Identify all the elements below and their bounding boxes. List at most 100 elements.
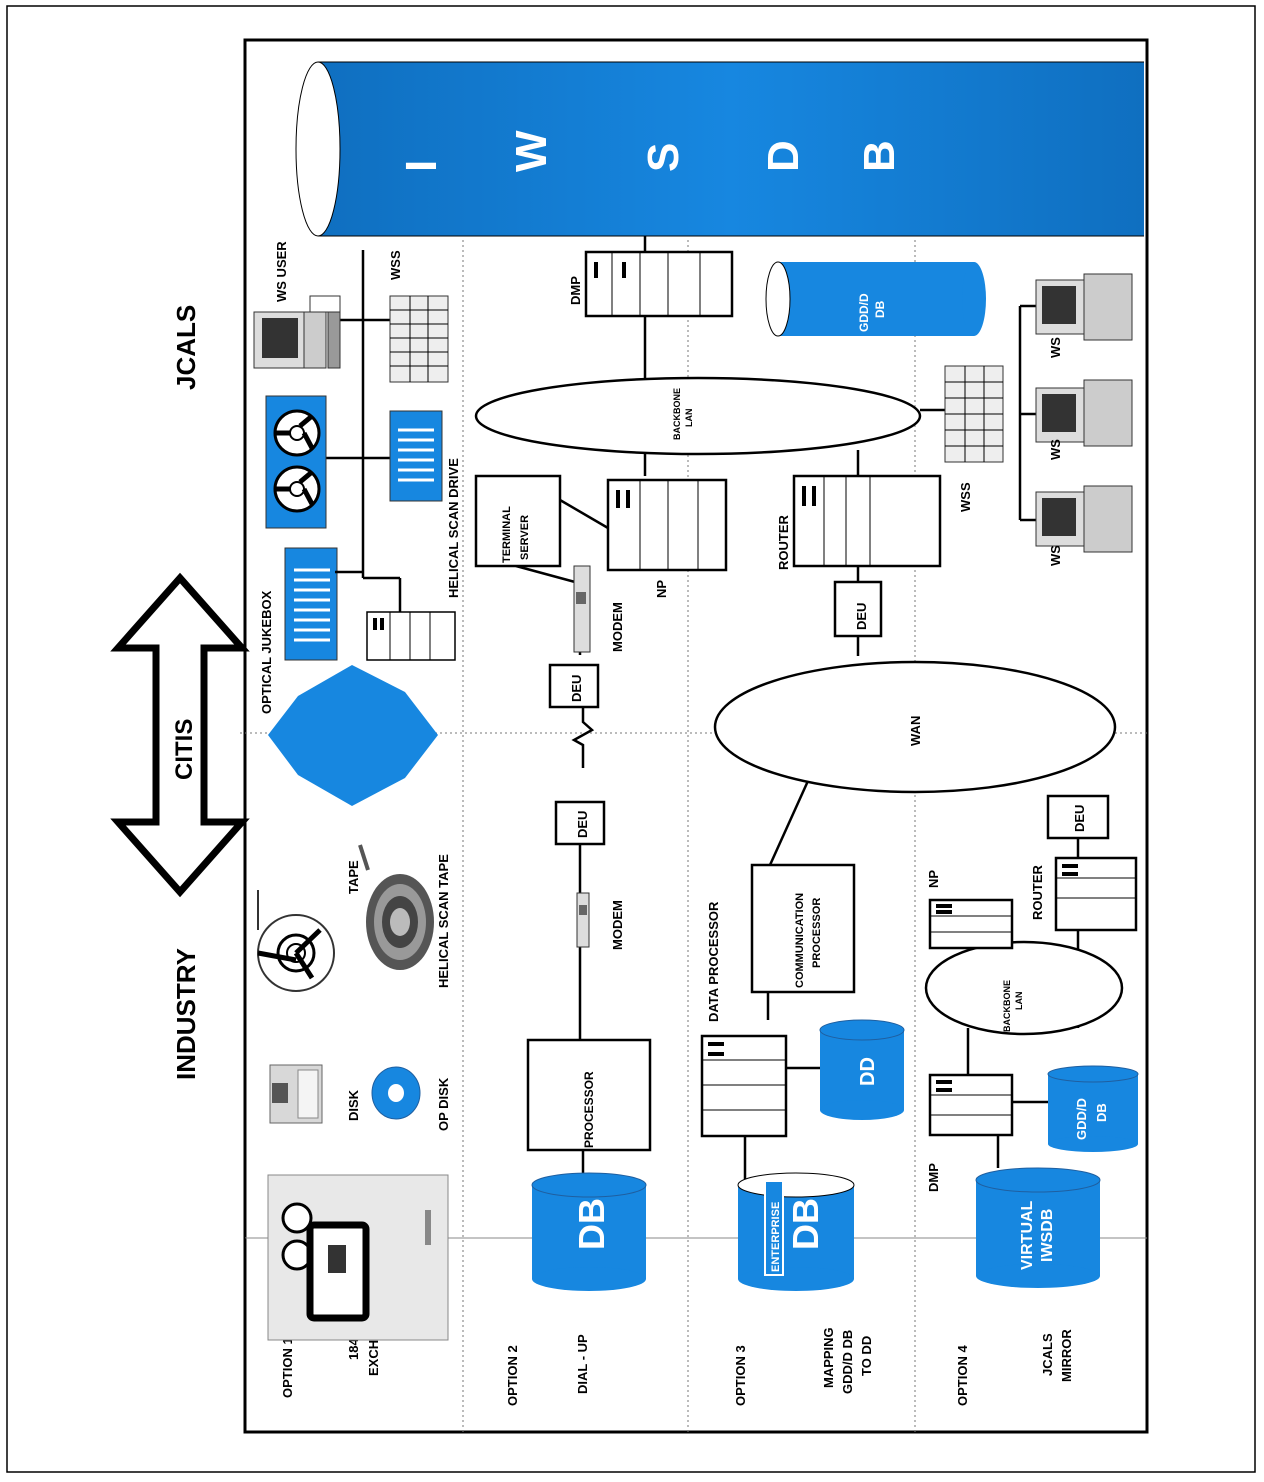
wss-label-row3: WSS [958, 482, 973, 512]
router-server-icon-row3 [792, 474, 942, 568]
option-4-name-line-2: MIRROR [1059, 1329, 1074, 1382]
enterprise-label: ENTERPRISE [770, 1202, 782, 1272]
deu-left-box [554, 800, 606, 846]
communication-processor-box [750, 863, 856, 994]
jcals-title: JCALS [171, 305, 201, 390]
floppy-disk-icon [269, 1064, 323, 1124]
tape-terminal-icon [267, 1174, 449, 1341]
workstation-icon-row3-3 [1035, 273, 1133, 341]
gddd-db-row4-line-2: DB [1094, 1103, 1109, 1122]
optical-jukebox-icon [284, 547, 338, 661]
row3-connectors [743, 304, 1036, 1180]
deu-box-row4 [1046, 794, 1110, 840]
wan-label: WAN [908, 716, 923, 746]
optical-jukebox-label: OPTICAL JUKEBOX [259, 590, 274, 714]
db-cylinder-row2: DB [531, 1172, 647, 1291]
option-3-label: OPTION 3 [733, 1345, 748, 1406]
iwsdb-letter-4: B [855, 140, 904, 172]
communication-processor-line-1: COMMUNICATION [794, 893, 806, 988]
db-label-row2: DB [571, 1198, 612, 1250]
terminal-server-line-2: SERVER [519, 515, 531, 560]
helical-tape-coil-icon [358, 844, 434, 970]
deu-right-label: DEU [569, 675, 584, 702]
option-3-name-line-3: TO DD [859, 1336, 874, 1376]
backbone-lan-ellipse-row4 [924, 940, 1124, 1036]
modem-left-label: MODEM [610, 900, 625, 950]
router-label-row4: ROUTER [1030, 865, 1045, 921]
deu-left-label: DEU [575, 811, 590, 838]
modem-left-icon [576, 892, 590, 948]
wan-ellipse [713, 660, 1117, 794]
citis-label: CITIS [171, 719, 198, 780]
iwsdb-letter-3: D [759, 140, 808, 172]
row2-connectors [515, 236, 647, 1180]
option-4-label: OPTION 4 [955, 1345, 970, 1406]
industry-header: INDUSTRY [171, 948, 201, 1080]
gddd-db-row4-line-1: GDD/D [1074, 1098, 1089, 1140]
iwsdb-letter-2: S [639, 143, 688, 172]
tape-label: TAPE [346, 860, 361, 894]
communication-processor-line-2: PROCESSOR [811, 898, 823, 968]
backbone-lan-row2-line-2: LAN [684, 409, 694, 428]
gddd-db-row3-line-1: GDD/D [857, 293, 871, 332]
server-tower-icon [366, 611, 456, 661]
dmp-server-icon [584, 250, 734, 318]
terminal-server-line-1: TERMINAL [501, 506, 513, 563]
gddd-db-row3-line-2: DB [873, 300, 887, 318]
main-frame [243, 38, 1149, 1434]
ws-label-row3-1: WS [1048, 545, 1063, 566]
gddd-db-cylinder-row4: GDD/D DB [1047, 1065, 1139, 1152]
helical-scan-tape-label: HELICAL SCAN TAPE [436, 854, 451, 988]
dmp-server-icon-row4 [928, 1073, 1014, 1137]
modem-right-icon [573, 565, 591, 653]
op-disk-label: OP DISK [436, 1077, 451, 1131]
option-3-name-line-2: GDD/D DB [840, 1330, 855, 1394]
optical-disc-icon [371, 1066, 421, 1120]
backbone-lan-ellipse-row2 [474, 376, 922, 456]
option-labels: OPTION 1 1840 EXCHANGE OPTION 2 DIAL - U… [280, 1302, 1074, 1406]
ws-label-row3-2: WS [1048, 439, 1063, 460]
backbone-lan-row4-line-1: BACKBONE [1002, 980, 1012, 1032]
ws-user-label: WS USER [274, 241, 289, 302]
option-2-name: DIAL - UP [575, 1334, 590, 1394]
enterprise-db-cylinder: DB ENTERPRISE [737, 1172, 855, 1291]
virtual-iwsdb-line-1: VIRTUAL [1019, 1200, 1036, 1270]
tape-drive-icon [265, 395, 327, 529]
router-label-row3: ROUTER [776, 515, 791, 571]
option-1-label: OPTION 1 [280, 1337, 295, 1398]
ws-label-row3-3: WS [1048, 337, 1063, 358]
deu-box-row3 [833, 580, 883, 638]
processor-box [526, 1038, 652, 1152]
row1-connectors [325, 250, 402, 612]
server-rack-icon [389, 295, 449, 383]
router-server-icon-row4 [1054, 856, 1138, 932]
dd-cylinder: DD [819, 1019, 905, 1120]
dmp-label-row4: DMP [926, 1163, 941, 1192]
workstation-icon-row3-2 [1035, 379, 1133, 447]
terminal-server-box [474, 474, 562, 568]
np-label-row4: NP [926, 870, 941, 888]
np-label-row2: NP [654, 580, 669, 598]
dd-label: DD [857, 1057, 879, 1086]
deu-label-row4: DEU [1072, 805, 1087, 832]
wss-label: WSS [388, 250, 403, 280]
dmp-label-row2: DMP [568, 276, 583, 305]
deu-label-row3: DEU [854, 603, 869, 630]
modem-right-label: MODEM [610, 602, 625, 652]
iwsdb-letter-0: I [397, 160, 446, 172]
option-2-label: OPTION 2 [505, 1345, 520, 1406]
helical-scan-drive-icon [389, 410, 443, 502]
helical-scan-drive-label: HELICAL SCAN DRIVE [446, 458, 461, 598]
data-processor-label: DATA PROCESSOR [706, 901, 721, 1022]
np-server-icon [606, 478, 728, 572]
option-4-name-line-1: JCALS [1040, 1333, 1055, 1376]
virtual-iwsdb-cylinder: VIRTUAL IWSDB [975, 1167, 1101, 1288]
np-server-icon-row4 [928, 898, 1014, 950]
citis-arrow: CITIS [110, 572, 250, 898]
option-3-name-line-1: MAPPING [821, 1327, 836, 1388]
backbone-lan-row4-line-2: LAN [1014, 992, 1024, 1011]
backbone-lan-row2-line-1: BACKBONE [672, 388, 682, 440]
workstation-icon-row3-1 [1035, 485, 1133, 553]
